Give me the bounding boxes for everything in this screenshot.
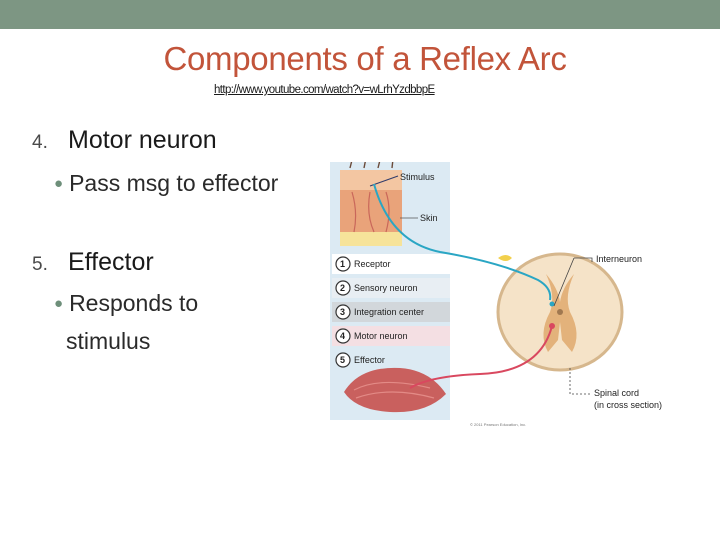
step-number: 1 <box>340 259 345 269</box>
step-receptor: 1 Receptor <box>332 254 450 274</box>
step-number: 2 <box>340 283 345 293</box>
spinal-cord-pointer <box>570 368 592 394</box>
step-number: 3 <box>340 307 345 317</box>
bullet-dot: ● <box>54 175 63 192</box>
step-sensory-neuron: 2 Sensory neuron <box>332 278 450 298</box>
item-heading: Effector <box>68 248 154 276</box>
step-label: Sensory neuron <box>354 283 418 293</box>
top-accent-bar <box>0 0 720 29</box>
step-integration-center: 3 Integration center <box>332 302 450 322</box>
step-motor-neuron: 4 Motor neuron <box>332 326 450 346</box>
step-number: 5 <box>340 355 345 365</box>
item-heading: Motor neuron <box>68 126 217 154</box>
bullet-pass-msg: ● Pass msg to effector <box>54 166 278 204</box>
item-number: 5. <box>32 254 68 276</box>
step-label: Receptor <box>354 259 391 269</box>
item-number: 4. <box>32 132 68 154</box>
skin-illustration <box>340 162 402 246</box>
bullet-text: Pass msg to effector <box>69 170 278 196</box>
step-effector: 5 Effector <box>332 350 450 370</box>
bullet-responds: ● Responds to stimulus <box>54 286 198 358</box>
bullet-text-continued: stimulus <box>54 328 150 354</box>
step-label: Motor neuron <box>354 331 408 341</box>
list-item-motor-neuron: 4.Motor neuron <box>32 126 217 155</box>
motor-neuron-body <box>549 323 555 329</box>
reflex-arc-diagram: Stimulus Skin 1 Receptor 2 Sensory neuro… <box>330 162 690 432</box>
video-link[interactable]: http://www.youtube.com/watch?v=wLrhYzdbb… <box>214 84 435 96</box>
step-label: Effector <box>354 355 385 365</box>
label-cross-section: (in cross section) <box>594 400 662 410</box>
step-number: 4 <box>340 331 345 341</box>
slide-title: Components of a Reflex Arc <box>0 40 720 78</box>
list-item-effector: 5.Effector <box>32 248 154 277</box>
bullet-text: Responds to <box>69 290 198 316</box>
bullet-dot: ● <box>54 295 63 312</box>
step-label: Integration center <box>354 307 424 317</box>
label-spinal-cord: Spinal cord <box>594 388 639 398</box>
label-interneuron: Interneuron <box>596 254 642 264</box>
label-stimulus: Stimulus <box>400 172 435 182</box>
copyright-text: © 2011 Pearson Education, Inc. <box>470 422 526 427</box>
sensory-ganglion <box>498 255 512 261</box>
label-skin: Skin <box>420 213 438 223</box>
